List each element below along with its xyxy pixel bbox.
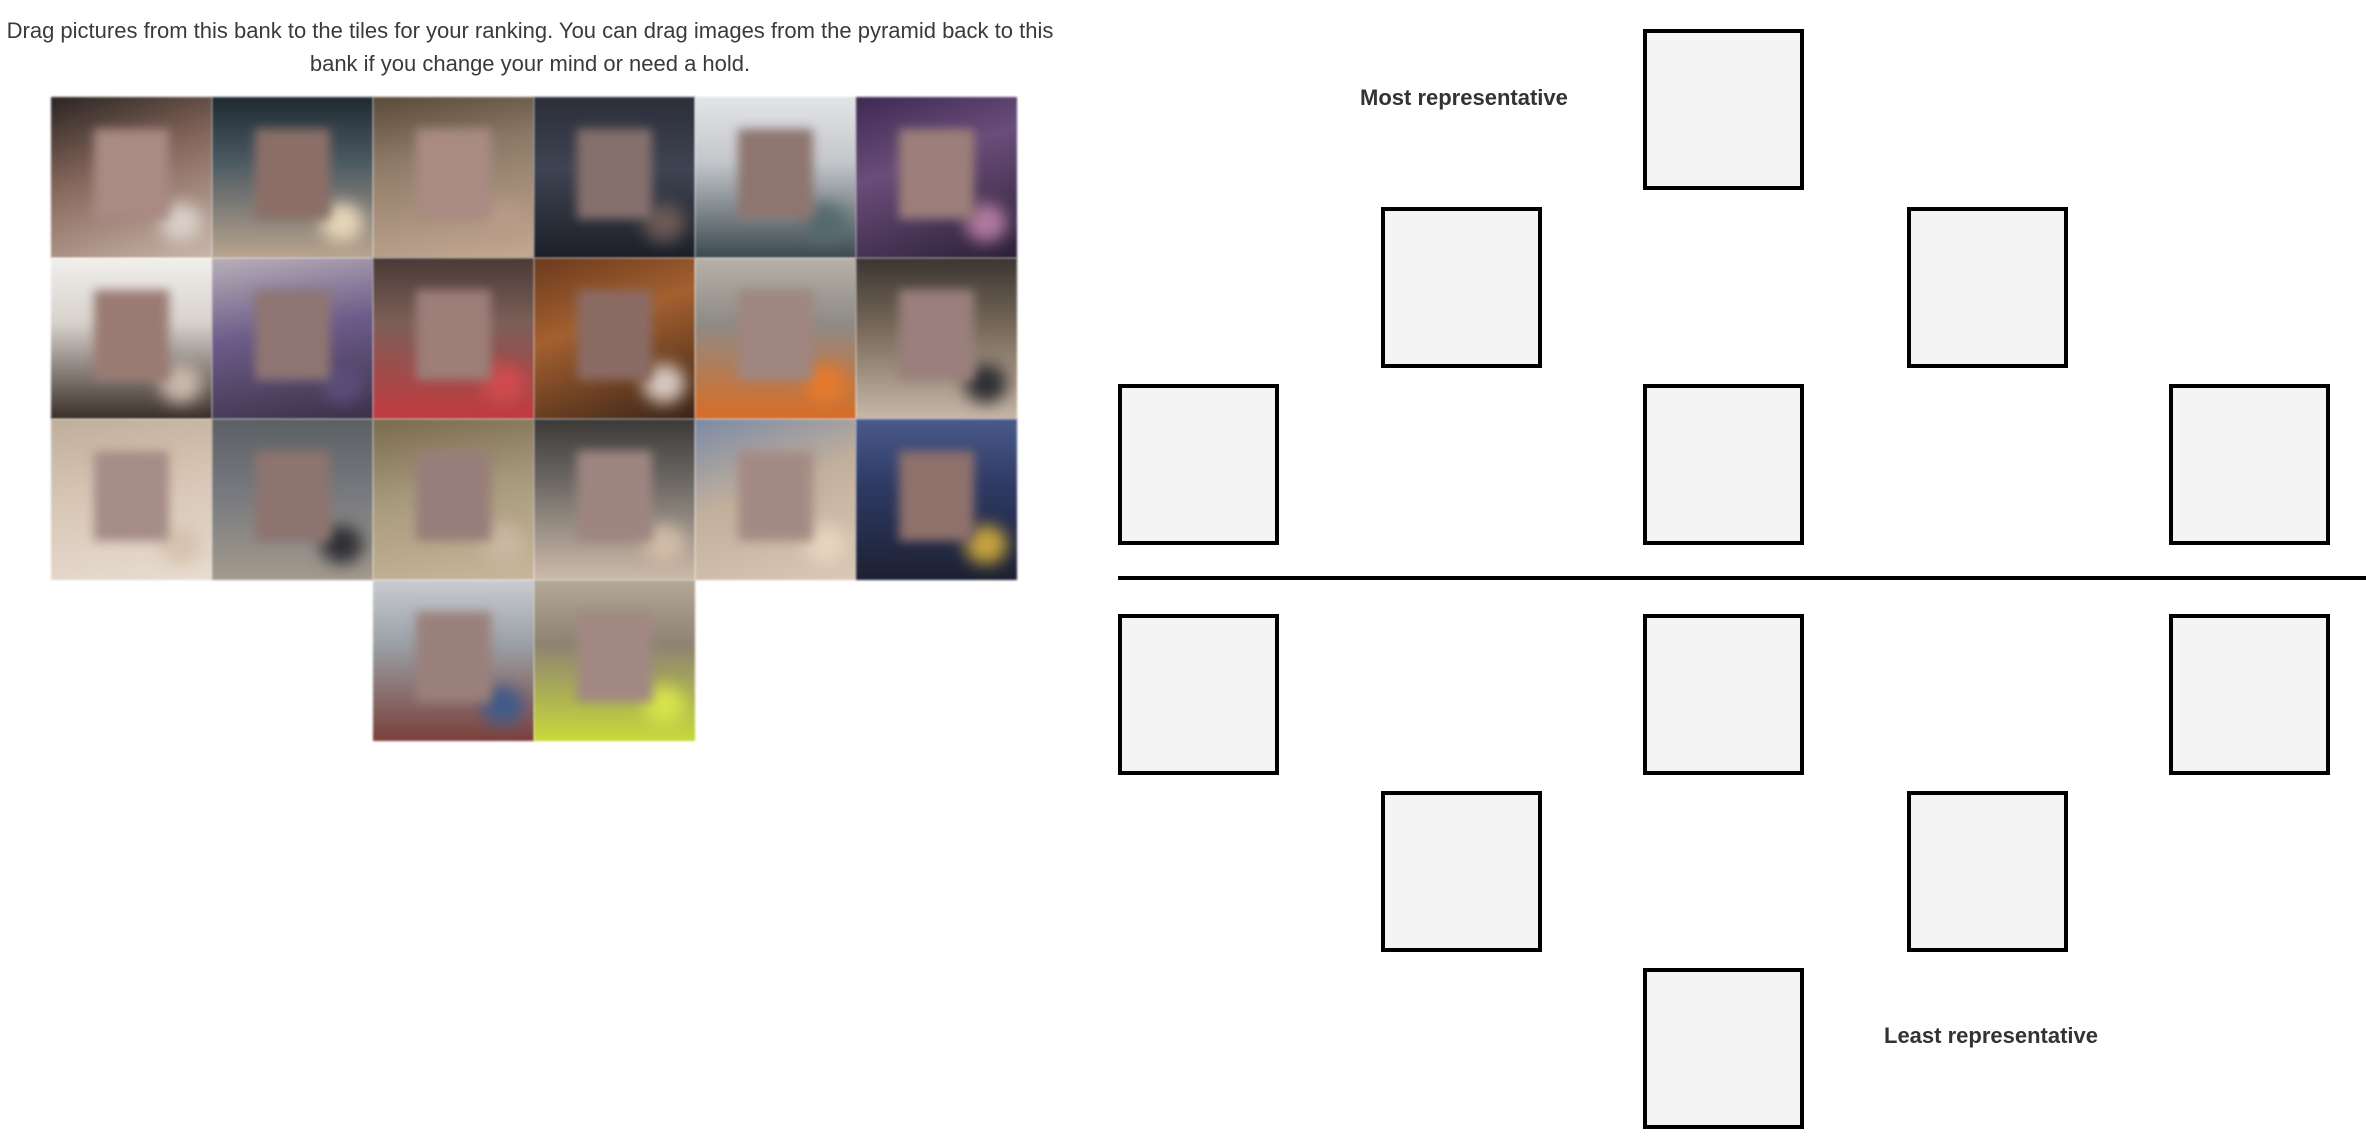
instructions-text: Drag pictures from this bank to the tile…: [6, 18, 1054, 76]
blurred-face: [255, 451, 330, 542]
draggable-photo[interactable]: [695, 419, 856, 580]
draggable-photo[interactable]: [856, 419, 1017, 580]
blurred-face: [255, 290, 330, 381]
pyramid-tile-row6-1[interactable]: [1643, 968, 1804, 1129]
draggable-photo[interactable]: [695, 258, 856, 419]
draggable-photo[interactable]: [212, 97, 373, 258]
draggable-photo[interactable]: [212, 419, 373, 580]
pyramid-tile-row2-2[interactable]: [1907, 207, 2068, 368]
draggable-photo[interactable]: [51, 97, 212, 258]
pyramid-tile-row4-1[interactable]: [1118, 614, 1279, 775]
pyramid-tile-row4-2[interactable]: [1643, 614, 1804, 775]
most-representative-label: Most representative: [1360, 85, 1568, 110]
blurred-face: [94, 451, 169, 542]
pyramid-tile-row4-3[interactable]: [2169, 614, 2330, 775]
draggable-photo[interactable]: [373, 97, 534, 258]
blurred-face: [899, 290, 974, 381]
blurred-face: [94, 129, 169, 220]
blurred-face: [738, 129, 813, 220]
pyramid-tile-row1-1[interactable]: [1643, 29, 1804, 190]
image-bank[interactable]: [51, 97, 1017, 741]
blurred-face: [416, 129, 491, 220]
draggable-photo[interactable]: [534, 258, 695, 419]
image-bank-row: [51, 97, 1017, 258]
image-bank-row: [51, 580, 1017, 741]
blurred-face: [416, 451, 491, 542]
blurred-face: [416, 612, 491, 703]
pyramid-tile-row5-2[interactable]: [1907, 791, 2068, 952]
blurred-face: [738, 451, 813, 542]
draggable-photo[interactable]: [856, 97, 1017, 258]
draggable-photo[interactable]: [51, 258, 212, 419]
draggable-photo[interactable]: [51, 419, 212, 580]
draggable-photo[interactable]: [373, 419, 534, 580]
draggable-photo[interactable]: [534, 97, 695, 258]
blurred-face: [577, 129, 652, 220]
blurred-face: [416, 290, 491, 381]
blurred-face: [577, 290, 652, 381]
draggable-photo[interactable]: [695, 97, 856, 258]
blurred-face: [577, 612, 652, 703]
draggable-photo[interactable]: [534, 419, 695, 580]
blurred-face: [899, 129, 974, 220]
pyramid-tile-row3-1[interactable]: [1118, 384, 1279, 545]
blurred-face: [94, 290, 169, 381]
pyramid-tile-row2-1[interactable]: [1381, 207, 1542, 368]
draggable-photo[interactable]: [373, 258, 534, 419]
draggable-photo[interactable]: [856, 258, 1017, 419]
blurred-face: [577, 451, 652, 542]
image-bank-row: [51, 419, 1017, 580]
blurred-face: [899, 451, 974, 542]
image-bank-row: [51, 258, 1017, 419]
pyramid-tile-row5-1[interactable]: [1381, 791, 1542, 952]
draggable-photo[interactable]: [373, 580, 534, 741]
pyramid-tile-row3-3[interactable]: [2169, 384, 2330, 545]
blurred-face: [255, 129, 330, 220]
draggable-photo[interactable]: [534, 580, 695, 741]
draggable-photo[interactable]: [212, 258, 373, 419]
pyramid-divider: [1118, 576, 2366, 580]
pyramid-tile-row3-2[interactable]: [1643, 384, 1804, 545]
blurred-face: [738, 290, 813, 381]
least-representative-label: Least representative: [1884, 1023, 2098, 1048]
